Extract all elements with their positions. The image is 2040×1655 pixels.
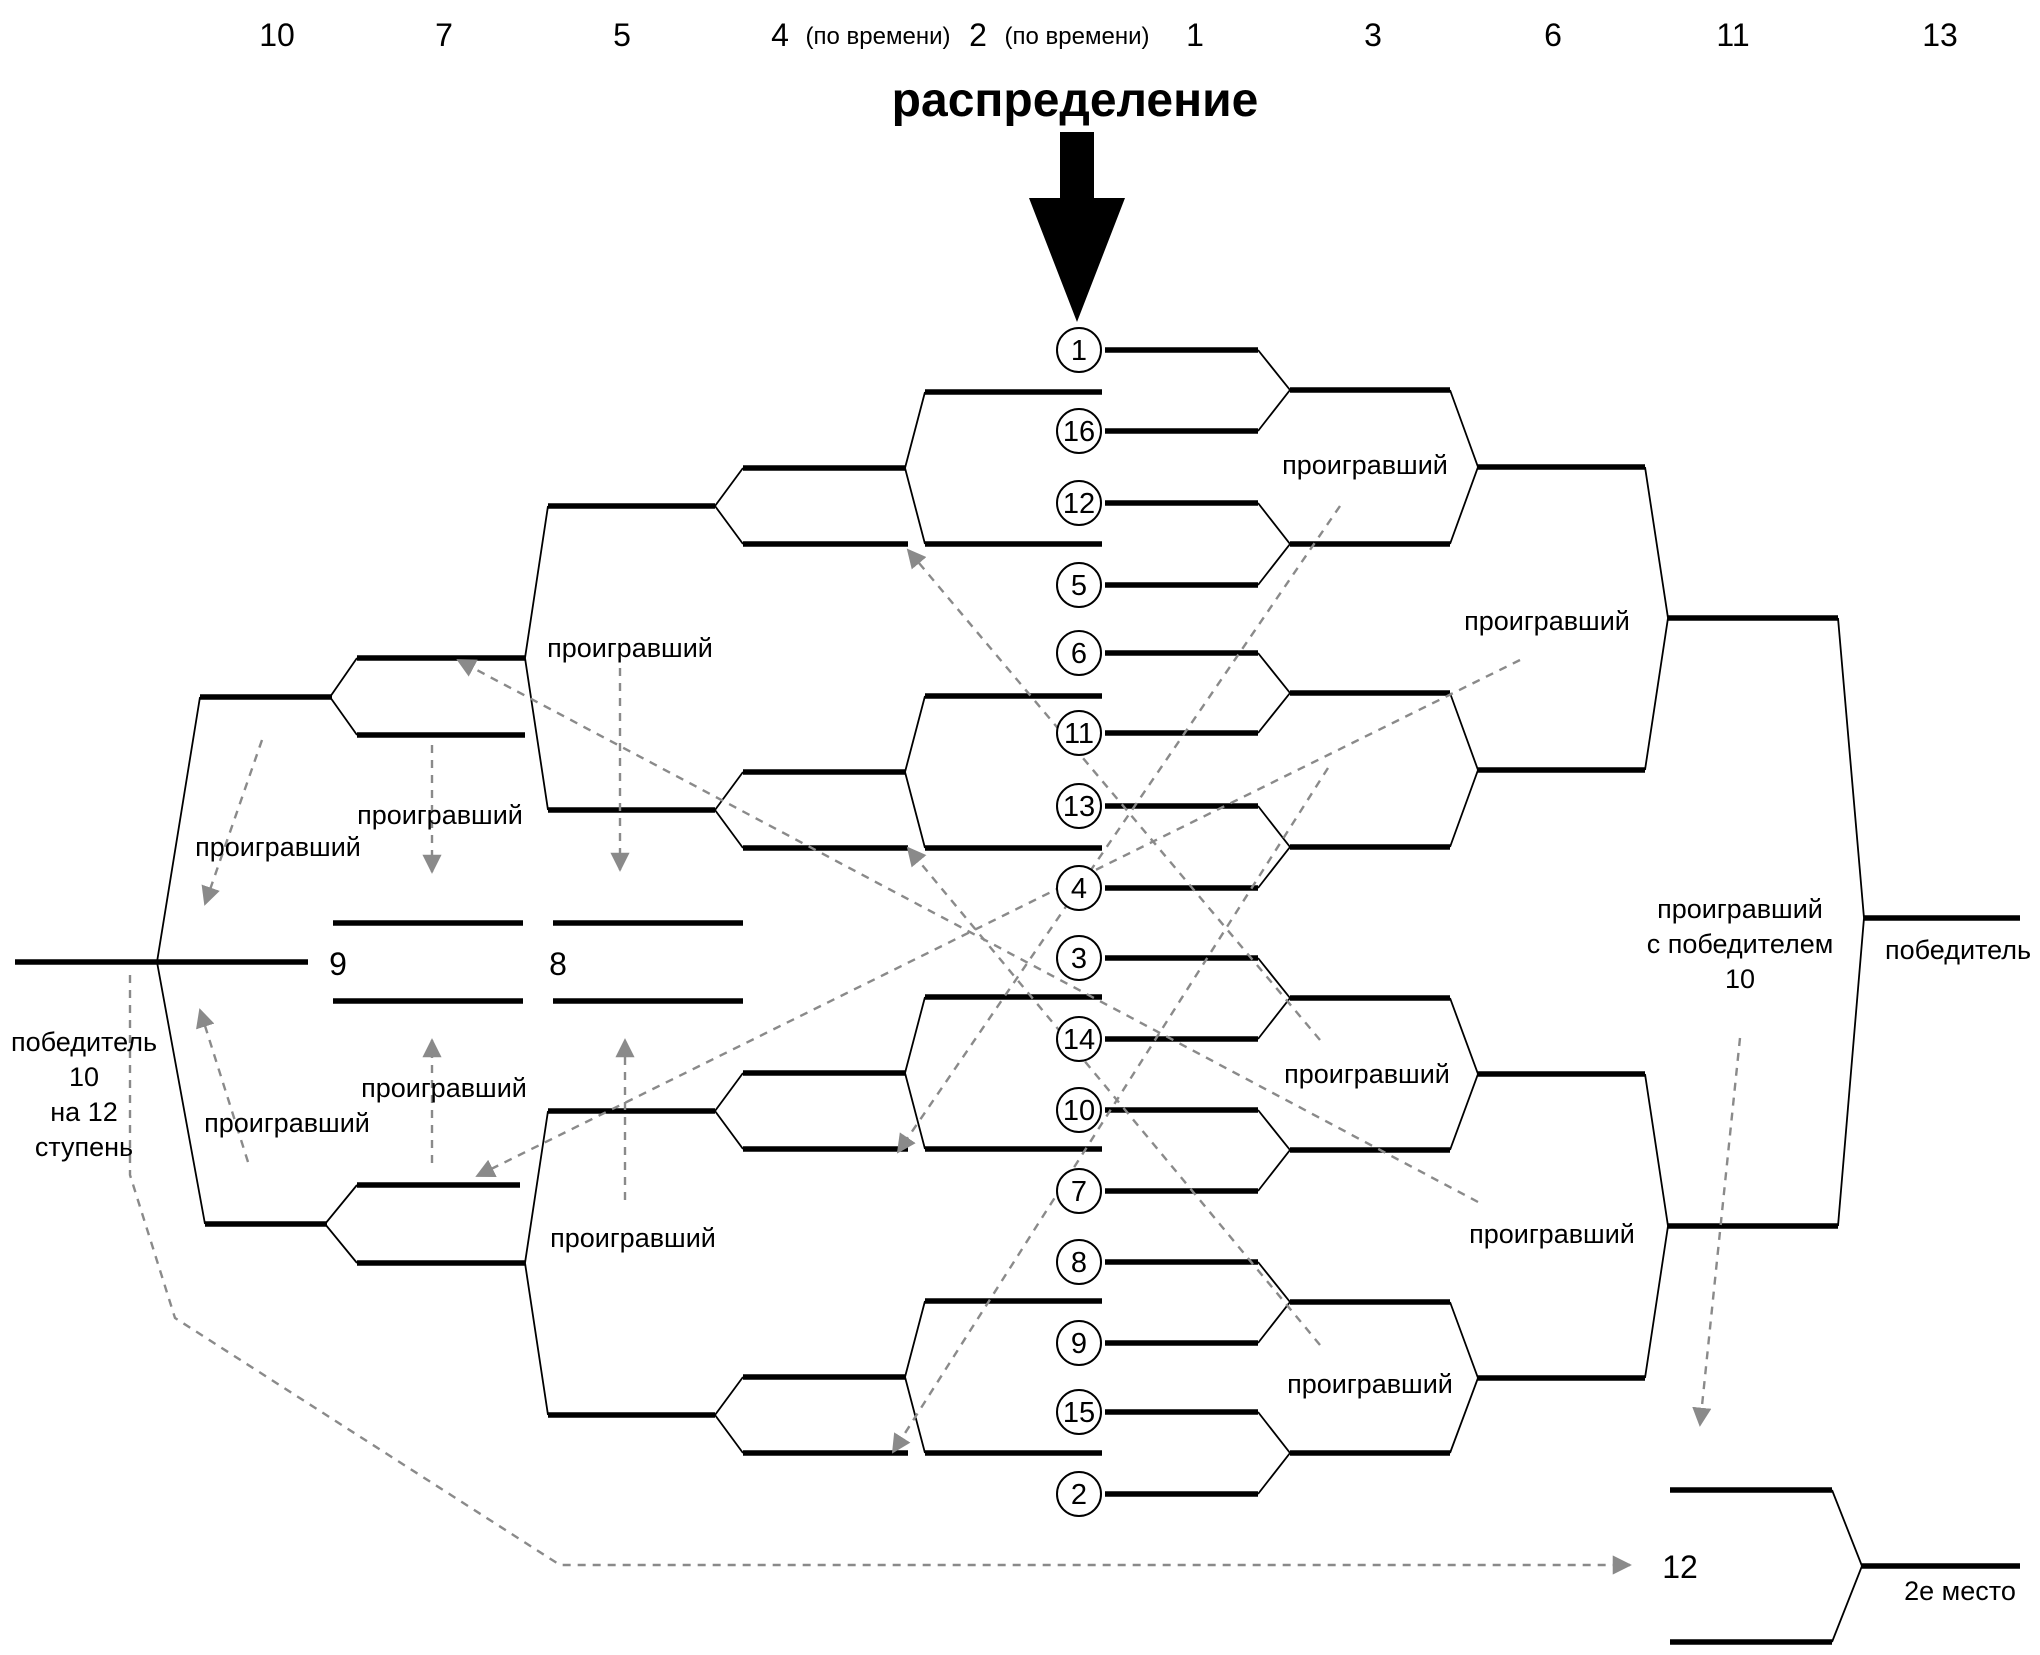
loser-label: проигравший (195, 832, 361, 862)
seed-number: 16 (1063, 416, 1095, 448)
seed-number: 4 (1071, 873, 1087, 905)
seed-7: 13 (1056, 783, 1102, 829)
seed-2: 16 (1056, 408, 1102, 454)
seed-number: 3 (1071, 943, 1087, 975)
seed-number: 6 (1071, 638, 1087, 670)
seed-number: 14 (1063, 1024, 1095, 1056)
loser-label: проигравший (547, 633, 713, 663)
step-number: 10 (259, 17, 295, 53)
loser-label: проигравший (1469, 1219, 1635, 1249)
seed-11: 10 (1056, 1087, 1102, 1133)
seed-circle (1056, 1471, 1102, 1517)
winner-10-line: 10 (69, 1062, 99, 1092)
seed-6: 11 (1056, 710, 1102, 756)
loser-with-winner-10-line: 10 (1725, 964, 1755, 994)
loser-with-winner-10-line: проигравший (1657, 894, 1823, 924)
step-number: 13 (1922, 17, 1958, 53)
stage-12-label: 12 (1662, 1549, 1698, 1585)
winner-label: победитель (1885, 935, 2031, 965)
loser-label: проигравший (357, 800, 523, 830)
stage-9-label: 9 (329, 946, 347, 982)
seed-number: 15 (1063, 1397, 1095, 1429)
loser-label: проигравший (361, 1073, 527, 1103)
step-number-row: 10 7 5 4 (по времени) 2 (по времени) 1 3… (259, 17, 1958, 53)
step-number: 1 (1186, 17, 1204, 53)
seed-number: 9 (1071, 1328, 1087, 1360)
seed-circle (1056, 710, 1102, 756)
seed-circle (1056, 480, 1102, 526)
seed-number: 13 (1063, 791, 1095, 823)
losers-round-b (713, 465, 908, 1456)
down-arrow-icon (1029, 132, 1125, 322)
seed-circle (1056, 408, 1102, 454)
seed-circle (1056, 1168, 1102, 1214)
seed-circles: 1 16 12 5 6 11 13 4 3 14 10 7 8 9 15 2 (1056, 327, 1102, 1517)
seed-3: 12 (1056, 480, 1102, 526)
seed-number: 7 (1071, 1176, 1087, 1208)
loser-label: проигравший (1464, 606, 1630, 636)
winners-round-1 (1105, 347, 1292, 1497)
stage-8-label: 8 (549, 946, 567, 982)
winner-10-line: ступень (35, 1132, 133, 1162)
winner-10-line: победитель (11, 1027, 157, 1057)
step-number: 6 (1544, 17, 1562, 53)
title: распределение (892, 74, 1259, 127)
step-number: 2 (969, 17, 987, 53)
losers-bracket (15, 389, 1102, 1456)
labels: проигравший проигравший проигравший прои… (11, 450, 2031, 1606)
seed-8: 4 (1056, 865, 1102, 911)
seed-circle (1056, 1239, 1102, 1285)
loser-label: проигравший (1282, 450, 1448, 480)
seed-circle (1056, 1320, 1102, 1366)
winner-10-line: на 12 (50, 1097, 117, 1127)
seed-circle (1056, 1389, 1102, 1435)
second-place-bracket (1670, 1487, 2020, 1645)
seed-number: 5 (1071, 570, 1087, 602)
loser-paths (128, 505, 1742, 1575)
seed-circle (1056, 630, 1102, 676)
losers-round-a (904, 389, 1102, 1456)
seed-number: 2 (1071, 1479, 1087, 1511)
winners-bracket (1105, 347, 2020, 1497)
step-note: (по времени) (1005, 23, 1150, 50)
seed-9: 3 (1056, 935, 1102, 981)
seed-13: 8 (1056, 1239, 1102, 1285)
seed-circle (1056, 327, 1102, 373)
seed-circle (1056, 935, 1102, 981)
seed-16: 2 (1056, 1471, 1102, 1517)
seed-10: 14 (1056, 1016, 1102, 1062)
seed-5: 6 (1056, 630, 1102, 676)
seed-circle (1056, 783, 1102, 829)
seed-number: 12 (1063, 488, 1095, 520)
seed-number: 11 (1064, 718, 1094, 750)
seed-number: 8 (1071, 1247, 1087, 1279)
loser-with-winner-10-line: с победителем (1647, 929, 1834, 959)
losers-round-d (323, 655, 525, 1266)
seed-circle (1056, 562, 1102, 608)
seed-14: 9 (1056, 1320, 1102, 1366)
seed-circle (1056, 865, 1102, 911)
seed-15: 15 (1056, 1389, 1102, 1435)
second-place-label: 2е место (1904, 1576, 2016, 1606)
loser-label: проигравший (550, 1223, 716, 1253)
seed-circle (1056, 1087, 1102, 1133)
seed-number: 1 (1071, 335, 1087, 367)
step-number: 4 (771, 17, 789, 53)
step-number: 5 (613, 17, 631, 53)
seed-1: 1 (1056, 327, 1102, 373)
seed-4: 5 (1056, 562, 1102, 608)
step-note: (по времени) (806, 23, 951, 50)
seed-circle (1056, 1016, 1102, 1062)
seed-number: 10 (1063, 1095, 1095, 1127)
loser-label: проигравший (1287, 1369, 1453, 1399)
step-number: 7 (435, 17, 453, 53)
loser-label: проигравший (1284, 1059, 1450, 1089)
winners-round-2 (1290, 387, 1479, 1456)
seed-12: 7 (1056, 1168, 1102, 1214)
loser-label: проигравший (204, 1108, 370, 1138)
step-number: 11 (1716, 17, 1749, 53)
step-number: 3 (1364, 17, 1382, 53)
